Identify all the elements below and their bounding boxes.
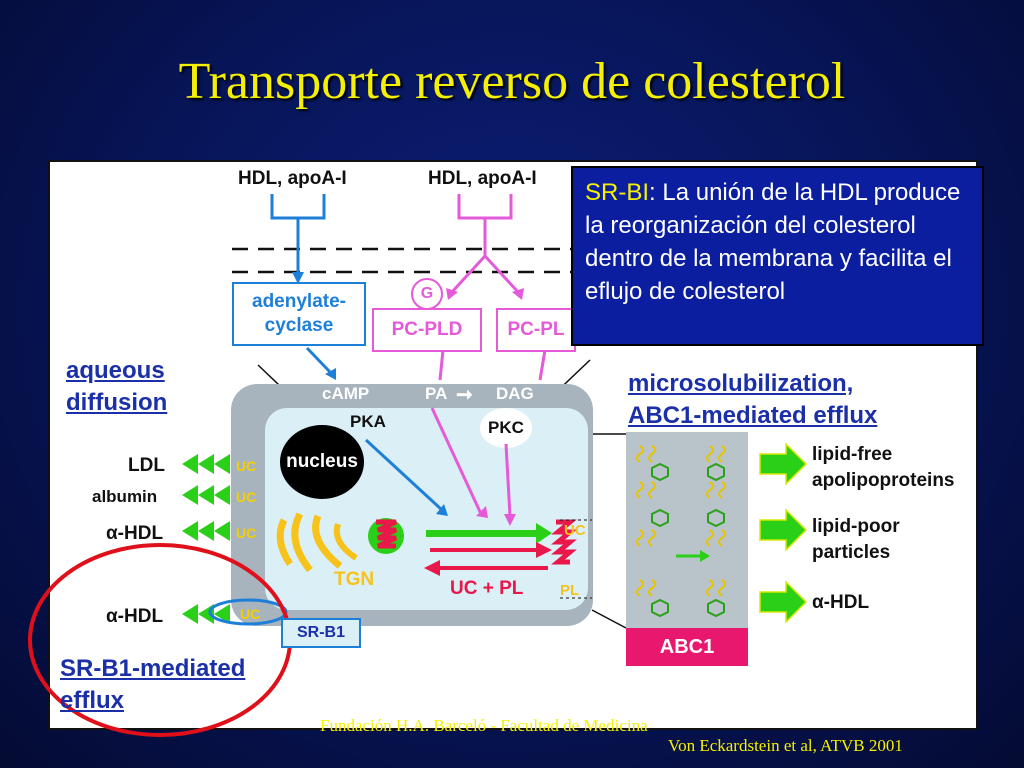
microsolubilization-heading: microsolubilization, ABC1-mediated efflu…: [628, 370, 878, 429]
pc-pld-box: PC-PLD: [372, 308, 482, 352]
uc-albumin-label: UC: [236, 489, 257, 505]
membrane-uc-label: UC: [564, 522, 586, 539]
pc-pl-label: PC-PL: [507, 319, 565, 340]
pc-pld-label: PC-PLD: [391, 319, 463, 340]
hdl-apoa1-right-label: HDL, apoA-I: [428, 168, 537, 189]
aqueous-diffusion-heading: aqueous diffusion: [66, 357, 168, 416]
abc1-transporter: ABC1: [626, 628, 748, 666]
hdl-apoa1-left-label: HDL, apoA-I: [238, 168, 347, 189]
pa-label: PA: [425, 384, 448, 403]
tgn-label: TGN: [334, 569, 375, 590]
adenylate-cyclase-box: adenylate- cyclase: [232, 282, 366, 346]
pkc-label: PKC: [488, 418, 524, 437]
nucleus: nucleus: [280, 425, 364, 499]
sr-b1-box: SR-B1: [281, 618, 361, 648]
g-protein-label: G: [420, 285, 434, 302]
alpha-hdl-label-1: α-HDL: [106, 523, 164, 544]
slide-title: Transporte reverso de colesterol: [178, 53, 846, 110]
uc-pl-label: UC + PL: [450, 578, 524, 599]
footer-reference: Von Eckardstein et al, ATVB 2001: [668, 736, 903, 755]
abc1-label: ABC1: [659, 635, 715, 658]
sr-b1-label: SR-B1: [296, 624, 345, 641]
alpha-hdl-label-2: α-HDL: [106, 606, 164, 627]
uc-alpha-hdl-label: UC: [236, 525, 257, 541]
membrane-pl-label: PL: [560, 582, 580, 599]
sr-b1-efflux-heading: SR-B1-mediated efflux: [60, 655, 246, 714]
adenylate-cyclase-label: adenylate- cyclase: [252, 291, 346, 336]
uc-ldl-label: UC: [236, 458, 257, 474]
pc-pl-box: PC-PL: [496, 308, 576, 352]
callout-term: SR-BI: [585, 179, 650, 206]
lipid-free-label: lipid-free apolipoproteins: [812, 444, 955, 491]
alpha-hdl-right-label: α-HDL: [812, 592, 870, 613]
g-protein-badge: G: [411, 278, 443, 310]
nucleus-label: nucleus: [286, 451, 358, 472]
albumin-label: albumin: [92, 487, 158, 506]
pkc-badge: PKC: [480, 408, 532, 448]
dag-label: DAG: [496, 384, 534, 403]
callout-text: : La unión de la HDL produce la reorgani…: [585, 179, 961, 305]
ldl-label: LDL: [128, 455, 165, 476]
abc1-membrane: [626, 432, 748, 628]
pa-to-dag-arrow: ➞: [456, 384, 473, 406]
lipid-poor-label: lipid-poor particles: [812, 516, 900, 563]
footer-source: Fundación H.A. Barceló - Facultad de Med…: [320, 716, 648, 735]
pka-label: PKA: [350, 412, 386, 431]
sr-bi-callout: SR-BI: La unión de la HDL produce la reo…: [571, 166, 984, 346]
camp-label: cAMP: [322, 384, 370, 403]
uc-sr-b1-label: UC: [240, 606, 261, 622]
